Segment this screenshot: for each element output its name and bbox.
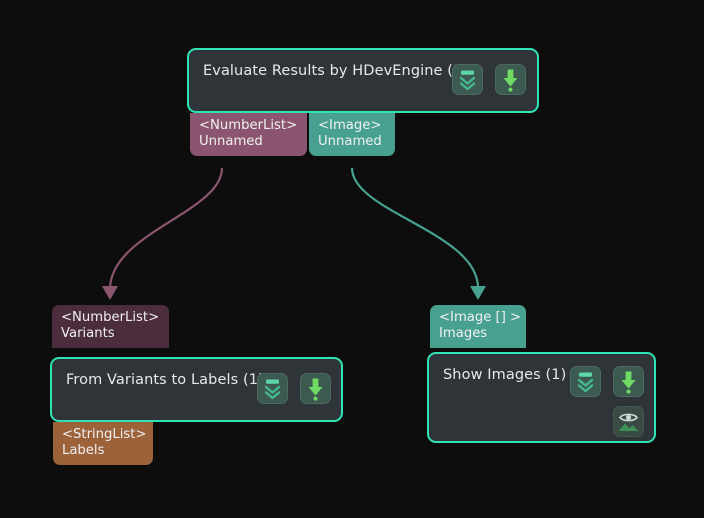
port-images-in[interactable]: <Image [] > Images: [430, 305, 526, 349]
execute-step-icon[interactable]: [495, 64, 526, 95]
image-preview-icon[interactable]: [613, 406, 644, 437]
node-title: Show Images (1): [443, 367, 567, 383]
node-show-images[interactable]: Show Images (1): [427, 352, 656, 443]
port-variants-in[interactable]: <NumberList> Variants: [52, 305, 169, 349]
node-evaluate-results[interactable]: Evaluate Results by HDevEngine (1): [187, 48, 539, 113]
edge-numberlist-arrowhead: [102, 286, 118, 300]
edge-image-arrowhead: [470, 286, 486, 300]
node-title: Evaluate Results by HDevEngine (1): [203, 63, 469, 79]
port-type: <NumberList>: [61, 310, 160, 325]
node-title: From Variants to Labels (1): [66, 372, 264, 388]
collapse-all-icon[interactable]: [257, 373, 288, 404]
port-type: <Image [] >: [439, 310, 522, 325]
port-evaluate-out-image[interactable]: <Image> Unnamed: [309, 113, 395, 157]
collapse-all-icon[interactable]: [570, 366, 601, 397]
port-name: Labels: [62, 443, 105, 459]
collapse-all-icon[interactable]: [452, 64, 483, 95]
edge-numberlist-to-variants: [108, 167, 224, 289]
port-name: Unnamed: [199, 134, 263, 150]
port-labels-out[interactable]: <StringList> Labels: [53, 422, 153, 466]
execute-step-icon[interactable]: [300, 373, 331, 404]
port-evaluate-out-numberlist[interactable]: <NumberList> Unnamed: [190, 113, 307, 157]
port-type: <Image>: [318, 118, 382, 133]
port-name: Unnamed: [318, 134, 382, 150]
port-type: <StringList>: [62, 427, 147, 442]
port-type: <NumberList>: [199, 118, 298, 133]
execute-step-icon[interactable]: [613, 366, 644, 397]
port-name: Images: [439, 326, 488, 342]
edge-image-to-images: [350, 167, 480, 289]
port-name: Variants: [61, 326, 115, 342]
node-from-variants-to-labels[interactable]: From Variants to Labels (1): [50, 357, 343, 422]
